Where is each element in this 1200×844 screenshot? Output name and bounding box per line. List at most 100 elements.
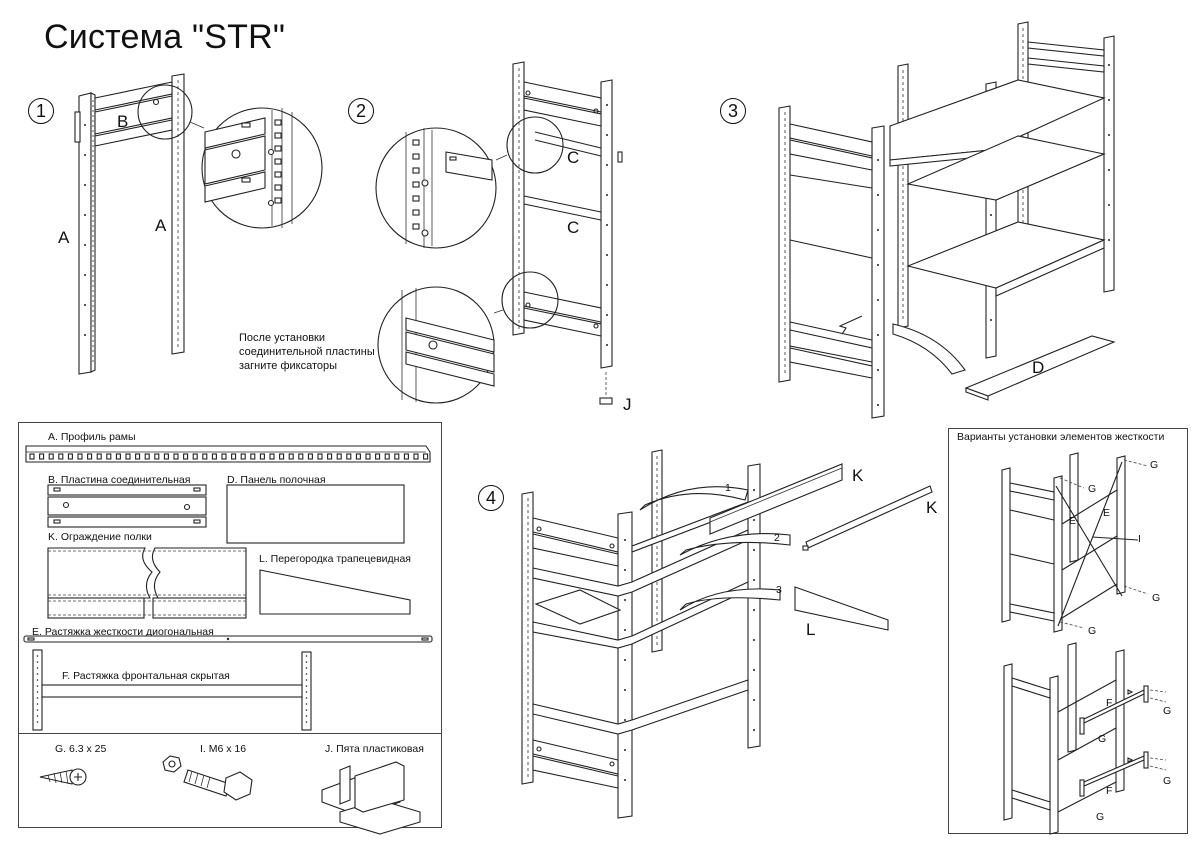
bracing-title: Варианты установки элементов жесткости xyxy=(957,431,1165,443)
profile-slot xyxy=(394,453,400,460)
note-line-3: загните фиксаторы xyxy=(239,360,338,372)
plastic-foot-icon xyxy=(321,761,421,835)
profile-slot xyxy=(115,453,121,460)
part-b-label: B. Пластина соединительная xyxy=(48,474,191,486)
upright-hole xyxy=(36,655,39,657)
upright-hole xyxy=(36,673,39,675)
upright-hole xyxy=(305,715,308,717)
label-k-1: K xyxy=(852,466,864,485)
profile-slot xyxy=(144,453,150,460)
profile-slot xyxy=(231,453,237,460)
frontal-bracing-variant xyxy=(1003,642,1167,835)
brace-g-1: G xyxy=(1150,459,1159,471)
upright-hole xyxy=(36,661,39,663)
part-g-label: G. 6.3 x 25 xyxy=(55,743,107,755)
upright-hole xyxy=(36,667,39,669)
step-2-note: После установки соединительной пластины … xyxy=(239,331,375,373)
upright-hole xyxy=(36,703,39,705)
label-b: B xyxy=(117,112,129,131)
brace-e-1: E xyxy=(1069,515,1077,527)
profile-slot xyxy=(202,453,208,460)
profile-slot xyxy=(87,453,93,460)
bolt-nut-icon xyxy=(162,755,253,801)
diagonal-bracing-variant xyxy=(1001,452,1149,633)
upright-hole xyxy=(36,715,39,717)
upright-hole xyxy=(36,721,39,723)
detail-zoom-2a xyxy=(405,128,493,248)
part-d-label: D. Панель полочная xyxy=(227,474,326,486)
label-j: J xyxy=(623,395,632,414)
upright-hole xyxy=(305,685,308,687)
shelf-guard-k-1 xyxy=(709,463,843,535)
shelf-unit-right xyxy=(889,21,1115,359)
profile-slot xyxy=(307,453,313,460)
bracing-variants-box xyxy=(948,428,1188,834)
profile-slot xyxy=(135,453,141,460)
profile-slot xyxy=(48,453,54,460)
profile-slot xyxy=(423,453,429,460)
upright-hole xyxy=(305,703,308,705)
profile-slot xyxy=(106,453,112,460)
label-d: D xyxy=(1032,358,1045,377)
profile-slot xyxy=(269,453,275,460)
trapezoid-divider-l xyxy=(794,586,889,631)
upright-hole xyxy=(305,673,308,675)
upright-hole xyxy=(36,697,39,699)
note-line-2: соединительной пластины xyxy=(239,346,375,358)
brace-f-1: F xyxy=(1106,697,1113,709)
profile-slot xyxy=(29,453,35,460)
parts-divider xyxy=(18,733,442,734)
profile-slot xyxy=(221,453,227,460)
upright-hole xyxy=(305,721,308,723)
step-2-marker: 2 xyxy=(348,98,374,124)
shelf-guard-k-2 xyxy=(802,485,933,551)
profile-slot xyxy=(67,453,73,460)
connector-plate-b-part xyxy=(47,484,207,528)
upright-hole xyxy=(305,667,308,669)
brace-g-2: G xyxy=(1088,483,1097,495)
profile-slot xyxy=(279,453,285,460)
arrow-1-label: 1 xyxy=(725,482,731,494)
brace-g-8: G xyxy=(1096,811,1105,823)
profile-slot xyxy=(336,453,342,460)
plastic-foot-j xyxy=(599,372,613,405)
label-k-2: K xyxy=(926,498,938,517)
note-line-1: После установки xyxy=(239,332,326,344)
insert-arrows xyxy=(639,486,791,611)
profile-slot xyxy=(413,453,419,460)
shelf-panel-d xyxy=(838,315,1116,401)
document-title: Система "STR" xyxy=(44,18,286,56)
profile-slot xyxy=(403,453,409,460)
brace-g-6: G xyxy=(1098,733,1107,745)
shelf-guard-k-part xyxy=(47,547,247,619)
profile-slot xyxy=(58,453,64,460)
upright-hole xyxy=(305,661,308,663)
profile-slot xyxy=(173,453,179,460)
trapezoid-divider-l-part xyxy=(259,569,411,615)
profile-slot xyxy=(163,453,169,460)
step-4-marker: 4 xyxy=(478,485,504,511)
diagonal-brace-e-part xyxy=(23,635,433,643)
upright-hole xyxy=(36,679,39,681)
brace-i: I xyxy=(1138,533,1141,545)
screw-icon xyxy=(39,768,87,786)
part-f-label: F. Растяжка фронтальная скрытая xyxy=(62,670,230,682)
profile-slot xyxy=(298,453,304,460)
arrow-3-label: 3 xyxy=(776,584,782,596)
step-1-marker: 1 xyxy=(28,98,54,124)
detail-zoom-1 xyxy=(204,108,293,228)
frame-profile-a xyxy=(25,445,431,463)
profile-slot xyxy=(384,453,390,460)
brace-g-5: G xyxy=(1163,705,1172,717)
label-c-top: C xyxy=(567,148,580,167)
profile-slot xyxy=(125,453,131,460)
label-a-left: A xyxy=(58,228,70,247)
label-a-right: A xyxy=(155,216,167,235)
label-l: L xyxy=(806,620,816,639)
frontal-brace-f-part xyxy=(32,649,312,731)
profile-slot xyxy=(250,453,256,460)
